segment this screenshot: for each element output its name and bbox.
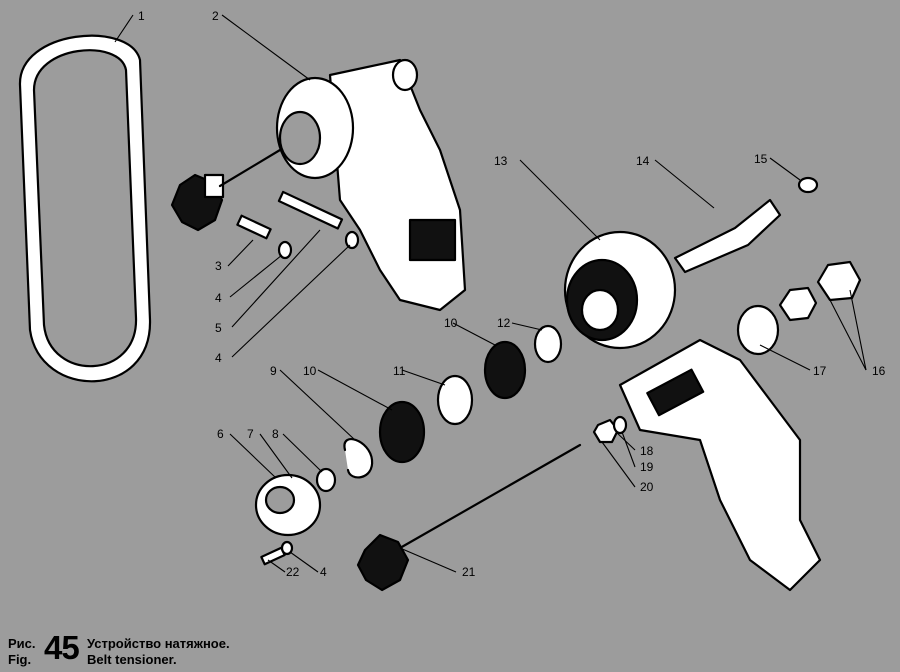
caption-prefix-ru: Рис. <box>8 636 36 651</box>
adjusting-screw <box>356 443 582 592</box>
nuts-and-washer <box>736 260 862 356</box>
cover-screw <box>260 540 294 566</box>
callout-12: 12 <box>497 316 511 330</box>
caption-title-ru: Устройство натяжное. <box>87 636 230 651</box>
figure-number: 45 <box>44 629 80 666</box>
adjust-nut-set <box>592 415 628 444</box>
callout-9: 9 <box>270 364 277 378</box>
callout-21: 21 <box>462 565 476 579</box>
tensioner-bracket-assembly <box>275 58 467 312</box>
callout-10a: 10 <box>303 364 317 378</box>
callout-17: 17 <box>813 364 827 378</box>
callout-4a: 4 <box>215 291 222 305</box>
callout-labels: 1 2 3 4 5 4 6 7 8 9 10 10 11 12 13 14 15… <box>138 9 886 579</box>
pulley <box>563 230 677 350</box>
callout-20: 20 <box>640 480 654 494</box>
callout-11: 11 <box>393 364 406 378</box>
callout-22: 22 <box>286 565 300 579</box>
callout-19: 19 <box>640 460 654 474</box>
v-belt <box>18 34 152 383</box>
handwheel-upper <box>170 148 282 232</box>
callout-7: 7 <box>247 427 254 441</box>
axle <box>673 176 819 274</box>
callout-4b: 4 <box>215 351 222 365</box>
callout-16: 16 <box>872 364 886 378</box>
callout-6: 6 <box>217 427 224 441</box>
bolts-and-washers <box>236 190 360 260</box>
callout-1: 1 <box>138 9 145 23</box>
bearing-cover <box>254 467 337 537</box>
callout-15: 15 <box>754 152 768 166</box>
callout-10b: 10 <box>444 316 458 330</box>
caption-prefix-en: Fig. <box>8 652 32 667</box>
callout-8: 8 <box>272 427 279 441</box>
leader-lines <box>114 14 867 573</box>
callout-2: 2 <box>212 9 219 23</box>
callout-4c: 4 <box>320 565 327 579</box>
callout-13: 13 <box>494 154 508 168</box>
callout-3: 3 <box>215 259 222 273</box>
callout-18: 18 <box>640 444 654 458</box>
callout-14: 14 <box>636 154 650 168</box>
callout-5: 5 <box>215 321 222 335</box>
support-bracket <box>618 338 822 592</box>
bearing-stack <box>343 324 563 479</box>
caption-title-en: Belt tensioner. <box>87 652 177 667</box>
